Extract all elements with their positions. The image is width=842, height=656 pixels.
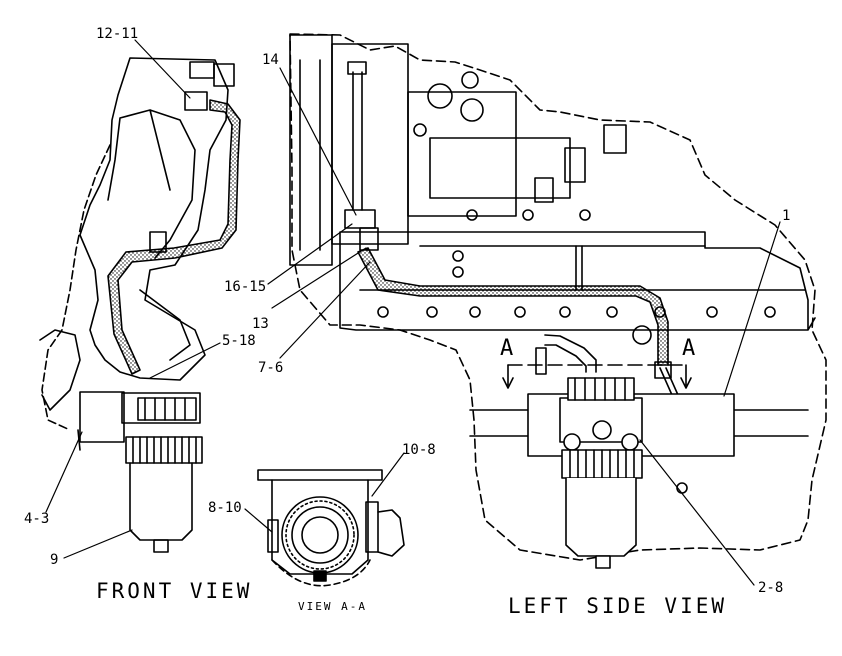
housing-flange <box>331 43 409 245</box>
callout-14: 14 <box>262 52 279 68</box>
head-port <box>621 433 639 451</box>
bolt <box>579 209 591 221</box>
head-port <box>592 420 612 440</box>
pump-fitting <box>460 98 484 122</box>
bolt <box>606 306 618 318</box>
front-primer-pump <box>137 397 197 421</box>
bolt <box>452 266 464 278</box>
fuel-pump-body <box>407 91 517 217</box>
pump-fitting <box>461 71 479 89</box>
front-engine-edge <box>39 329 81 411</box>
filter-drain <box>595 555 611 569</box>
bolt <box>514 306 526 318</box>
front-view-drawing <box>39 57 241 553</box>
front-top-fitting <box>189 61 215 79</box>
callout-8-10: 8-10 <box>208 500 242 516</box>
section-arrow-right <box>680 364 692 389</box>
bolt <box>559 306 571 318</box>
timing-housing <box>289 34 333 266</box>
bolt <box>764 306 776 318</box>
left-side-view-drawing <box>289 33 827 569</box>
section-right-fitting <box>365 501 379 553</box>
front-view-title: FRONT VIEW <box>96 579 253 603</box>
section-dashed-outline <box>271 559 371 587</box>
bolt <box>377 306 389 318</box>
section-filter-ring-outer <box>281 496 359 574</box>
front-bracket-web <box>107 109 196 361</box>
fuel-pump-solenoid <box>429 137 571 199</box>
section-elbow <box>377 509 405 557</box>
section-left-fitting <box>267 519 279 553</box>
section-drain <box>313 570 327 582</box>
left-side-view-title: LEFT SIDE VIEW <box>508 594 728 618</box>
engine-block <box>339 231 816 331</box>
engine-block-dashed-outline <box>289 33 827 561</box>
fuel-tube-left <box>352 71 363 211</box>
view-a-a-drawing <box>257 469 405 587</box>
bolt <box>469 306 481 318</box>
callout-12-11: 12-11 <box>96 26 139 42</box>
front-dashed-boundary <box>41 144 111 431</box>
front-filter-canister <box>129 462 193 541</box>
pump-connector <box>534 177 554 203</box>
primer-pump <box>567 377 635 401</box>
front-clip <box>149 231 167 253</box>
section-top-plate <box>257 469 383 481</box>
head-port <box>563 433 581 451</box>
front-tube-connector <box>184 91 208 111</box>
fuel-pump-cap <box>564 147 586 183</box>
callout-2-8: 2-8 <box>758 580 784 596</box>
front-filter-head <box>121 392 201 424</box>
front-mount-plate <box>79 391 125 443</box>
section-view-title: VIEW A-A <box>298 600 367 613</box>
front-drain-plug <box>153 539 169 553</box>
bolt <box>706 306 718 318</box>
filter-canister <box>565 477 637 557</box>
callout-4-3: 4-3 <box>24 511 50 527</box>
fuel-tube-inlet <box>544 334 597 373</box>
callout-5-18: 5-18 <box>222 333 256 349</box>
fuel-pump-bracket <box>603 124 627 154</box>
section-mark-left: A <box>500 336 517 361</box>
front-filter-ring <box>125 436 203 464</box>
pump-fitting <box>427 83 453 109</box>
callout-10-8: 10-8 <box>402 442 436 458</box>
callout-13: 13 <box>252 316 269 332</box>
leader-lines <box>45 39 781 586</box>
section-arrow-left <box>502 364 514 389</box>
bolt <box>522 209 534 221</box>
section-filter-ring-inner <box>291 506 349 564</box>
bolt <box>632 325 652 345</box>
bolt <box>426 306 438 318</box>
callout-1: 1 <box>782 208 791 224</box>
callout-9: 9 <box>50 552 59 568</box>
front-elbow-fitting <box>213 63 235 87</box>
callout-16-15: 16-15 <box>224 279 267 295</box>
section-filter-center <box>301 516 339 554</box>
front-fuel-line <box>107 99 241 375</box>
section-mark-right: A <box>682 336 699 361</box>
bolt <box>452 250 464 262</box>
callout-7-6: 7-6 <box>258 360 284 376</box>
front-engine-bracket <box>79 57 229 381</box>
bolt <box>466 209 478 221</box>
